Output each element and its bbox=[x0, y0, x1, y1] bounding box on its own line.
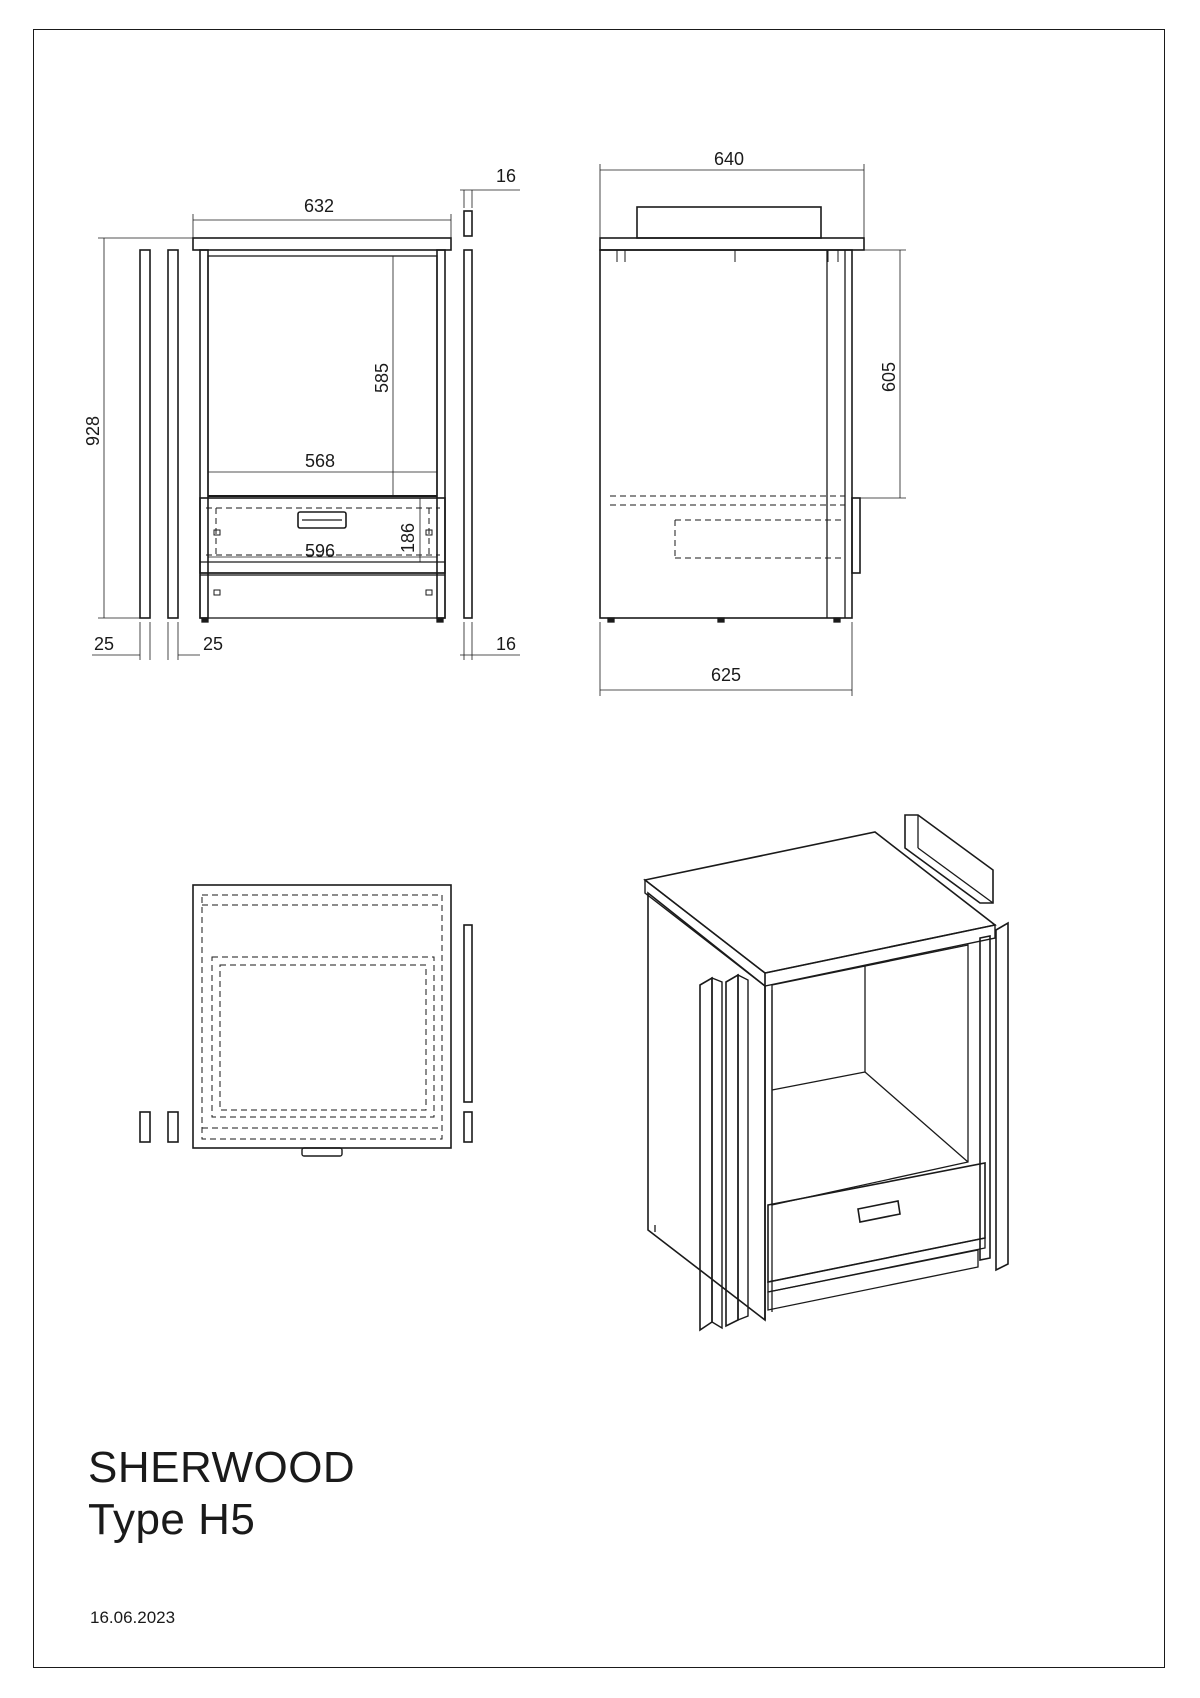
dim-pilaster-top: 16 bbox=[496, 166, 516, 186]
product-type: Type H5 bbox=[88, 1495, 256, 1544]
dim-pilaster-bottom: 16 bbox=[496, 634, 516, 654]
dim-inner-width: 568 bbox=[305, 451, 335, 471]
sheet-frame bbox=[33, 29, 1165, 1668]
top-view bbox=[139, 884, 473, 1157]
dim-side-depth-bottom: 625 bbox=[711, 665, 741, 685]
dim-side-height: 605 bbox=[879, 362, 899, 392]
dim-drawer-height: 186 bbox=[398, 523, 418, 553]
dim-height: 928 bbox=[83, 416, 103, 446]
dim-inner-height: 585 bbox=[372, 363, 392, 393]
title-block: SHERWOOD Type H5 bbox=[88, 1442, 355, 1546]
product-name: SHERWOOD bbox=[88, 1443, 356, 1492]
dim-front-width: 632 bbox=[304, 196, 334, 216]
dim-left-gap-b: 25 bbox=[203, 634, 223, 654]
dim-side-depth-top: 640 bbox=[714, 149, 744, 169]
isometric-view bbox=[643, 814, 1009, 1332]
front-view: 632 928 585 568 596 186 16 16 25 25 bbox=[83, 166, 520, 660]
document-date: 16.06.2023 bbox=[90, 1608, 176, 1627]
dim-drawer-width: 596 bbox=[305, 541, 335, 561]
side-view: 640 625 605 bbox=[599, 149, 906, 696]
dim-left-gap-a: 25 bbox=[94, 634, 114, 654]
